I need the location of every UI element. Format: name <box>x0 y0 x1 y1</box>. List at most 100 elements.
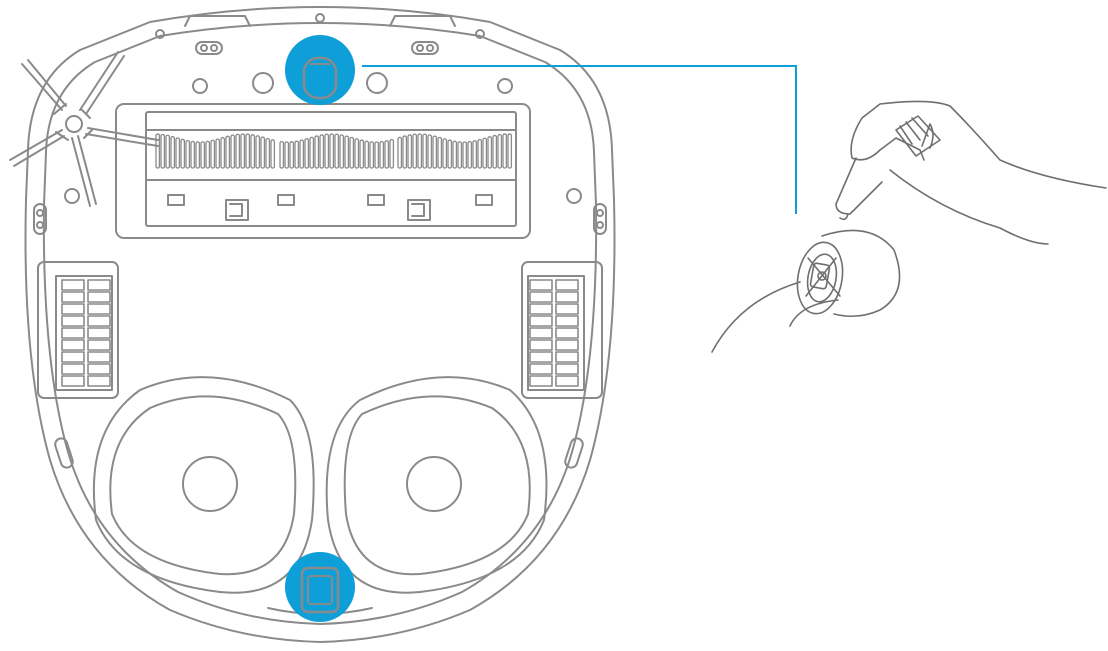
brush-bristle <box>220 137 226 169</box>
brush-bristle <box>379 140 385 169</box>
wheel-tread <box>87 315 111 327</box>
main-brush-bristles <box>155 133 513 169</box>
brush-bristle <box>427 134 433 169</box>
brush-bristle <box>195 141 201 169</box>
wheel-tread <box>87 327 111 339</box>
wheel-tread <box>61 303 85 315</box>
brush-bristle <box>477 138 483 169</box>
wheel-tread <box>87 351 111 363</box>
wheel-tread <box>529 351 553 363</box>
charging-contact-left <box>252 72 274 94</box>
wheel-tread <box>555 315 579 327</box>
wheel-tread <box>87 375 111 387</box>
brush-bristle <box>205 140 211 169</box>
brush-bristle <box>417 133 423 169</box>
wheel-tread <box>61 339 85 351</box>
brush-bristle <box>200 141 206 169</box>
brush-bristle <box>482 137 488 169</box>
brush-bristle <box>240 133 246 169</box>
brush-bristle <box>487 136 493 169</box>
brush-bristle <box>294 140 300 169</box>
brush-bristle <box>402 135 408 169</box>
brush-bristle <box>432 135 438 169</box>
wheel-tread <box>61 291 85 303</box>
brush-bristle <box>442 138 448 169</box>
brush-bristle <box>255 135 261 169</box>
cliff-sensor-right <box>411 41 439 55</box>
wheel-tread <box>555 363 579 375</box>
brush-bristle <box>344 135 350 169</box>
wheel-tread <box>529 315 553 327</box>
drive-wheel-right <box>521 261 603 399</box>
bumper-tab-right <box>389 15 456 27</box>
wheel-tread <box>529 375 553 387</box>
hand-upper <box>850 100 1107 189</box>
brush-bristle <box>289 141 295 169</box>
brush-bristle <box>175 137 181 169</box>
robot-vacuum-underside <box>9 6 616 643</box>
screw <box>497 78 513 94</box>
main-brush-housing <box>115 103 531 239</box>
brush-bristle <box>452 140 458 169</box>
brush-bristle <box>230 134 236 169</box>
wheel-tread <box>555 339 579 351</box>
charging-contact-right <box>366 72 388 94</box>
wheel-tread <box>555 303 579 315</box>
brush-bristle <box>397 136 403 169</box>
brush-bristle <box>329 133 335 169</box>
mop-pad-right <box>325 376 548 594</box>
brush-bristle <box>339 134 345 169</box>
screw <box>475 29 485 39</box>
screw <box>64 188 80 204</box>
brush-bristle <box>467 140 473 169</box>
wheel-tread <box>61 327 85 339</box>
brush-bristle <box>215 138 221 169</box>
bumper-tab-left <box>184 15 251 27</box>
brush-bristle <box>359 139 365 169</box>
brush-bristle <box>349 136 355 169</box>
brush-bristle <box>374 141 380 169</box>
brush-bristle <box>497 133 503 169</box>
hand-cleaning-caster-wheel <box>711 100 1107 353</box>
brush-bristle <box>180 138 186 169</box>
brush-bristle <box>407 134 413 169</box>
brush-bristle <box>507 133 513 169</box>
wheel-tread <box>529 363 553 375</box>
brush-bristle <box>334 133 340 169</box>
screw <box>192 78 208 94</box>
brush-bristle <box>437 136 443 169</box>
side-sensor-right <box>593 203 607 235</box>
brush-bristle <box>170 135 176 169</box>
brush-bristle <box>185 139 191 169</box>
front-caster-wheel <box>285 35 355 105</box>
side-sensor-lower-left <box>54 437 74 469</box>
brush-bristle <box>364 140 370 169</box>
brush-bristle <box>190 140 196 169</box>
hand-lower <box>711 281 839 353</box>
side-sensor-lower-right <box>564 437 584 469</box>
brush-bristle <box>284 141 290 169</box>
brush-bristle <box>235 133 241 169</box>
wheel-tread <box>529 279 553 291</box>
brush-bristle <box>314 135 320 169</box>
brush-bristle <box>250 134 256 169</box>
callout-leader-line <box>362 65 797 214</box>
cleaning-tool <box>895 115 941 157</box>
wheel-tread <box>61 363 85 375</box>
brush-bristle <box>319 134 325 169</box>
wheel-tread <box>555 327 579 339</box>
brush-bristle <box>472 140 478 169</box>
wheel-tread <box>87 303 111 315</box>
wheel-tread <box>529 339 553 351</box>
brush-bristle <box>260 136 266 169</box>
side-sensor-left <box>33 203 47 235</box>
wheel-tread <box>529 327 553 339</box>
mop-pad-left <box>92 376 315 594</box>
wheel-tread <box>87 363 111 375</box>
brush-bristle <box>225 135 231 169</box>
wheel-tread <box>61 315 85 327</box>
brush-bristle <box>165 134 171 169</box>
brush-bristle <box>265 137 271 169</box>
